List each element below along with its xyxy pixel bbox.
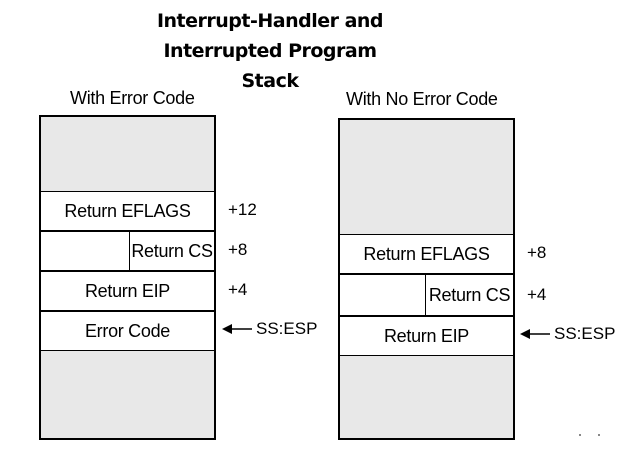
left-arrow-icon: [222, 324, 252, 334]
left-cell-return-eip-label: Return EIP: [84, 280, 171, 301]
right-stack-caption: With No Error Code: [346, 89, 498, 109]
left-stack-caption: With Error Code: [70, 88, 195, 108]
diagram-title-line-1: Interrupt-Handler and: [156, 10, 384, 32]
right-cell-return-eip: Return EIP: [340, 316, 513, 356]
left-stack-pointer-label: SS:ESP: [256, 319, 318, 338]
left-offset-eip: +4: [228, 280, 248, 299]
right-cell-return-eflags: Return EFLAGS: [340, 234, 513, 274]
right-stack: Return EFLAGS Return CS Return EIP: [338, 118, 515, 440]
left-offset-eflags: +12: [228, 200, 257, 219]
left-arrow-icon: [520, 329, 550, 339]
left-cell-return-eflags-label: Return EFLAGS: [64, 200, 191, 221]
right-cell-return-eip-label: Return EIP: [383, 325, 470, 346]
right-cell-return-cs-label: Return CS: [425, 275, 513, 315]
left-cell-error-code-label: Error Code: [84, 320, 171, 341]
left-cell-return-eflags: Return EFLAGS: [41, 191, 214, 231]
left-cell-error-code: Error Code: [41, 311, 214, 351]
left-stack: Return EFLAGS Return CS Return EIP Error…: [39, 115, 216, 440]
right-cell-return-eflags-label: Return EFLAGS: [363, 243, 490, 264]
right-offset-eflags: +8: [527, 243, 547, 262]
scan-speck: [579, 434, 581, 436]
left-cell-return-cs-label: Return CS: [129, 232, 214, 270]
right-stack-pointer-label: SS:ESP: [554, 324, 616, 343]
diagram-title-line-2: Interrupted Program: [163, 40, 377, 62]
right-stack-pointer: SS:ESP: [520, 324, 615, 344]
left-cell-return-cs: Return CS: [41, 231, 214, 271]
left-offset-cs: +8: [228, 240, 248, 259]
left-cell-return-eip: Return EIP: [41, 271, 214, 311]
scan-speck: [598, 434, 600, 436]
left-stack-pointer: SS:ESP: [222, 319, 317, 339]
right-cell-return-cs: Return CS: [340, 274, 513, 316]
right-offset-cs: +4: [527, 285, 547, 304]
diagram-title-line-3: Stack: [241, 70, 300, 92]
